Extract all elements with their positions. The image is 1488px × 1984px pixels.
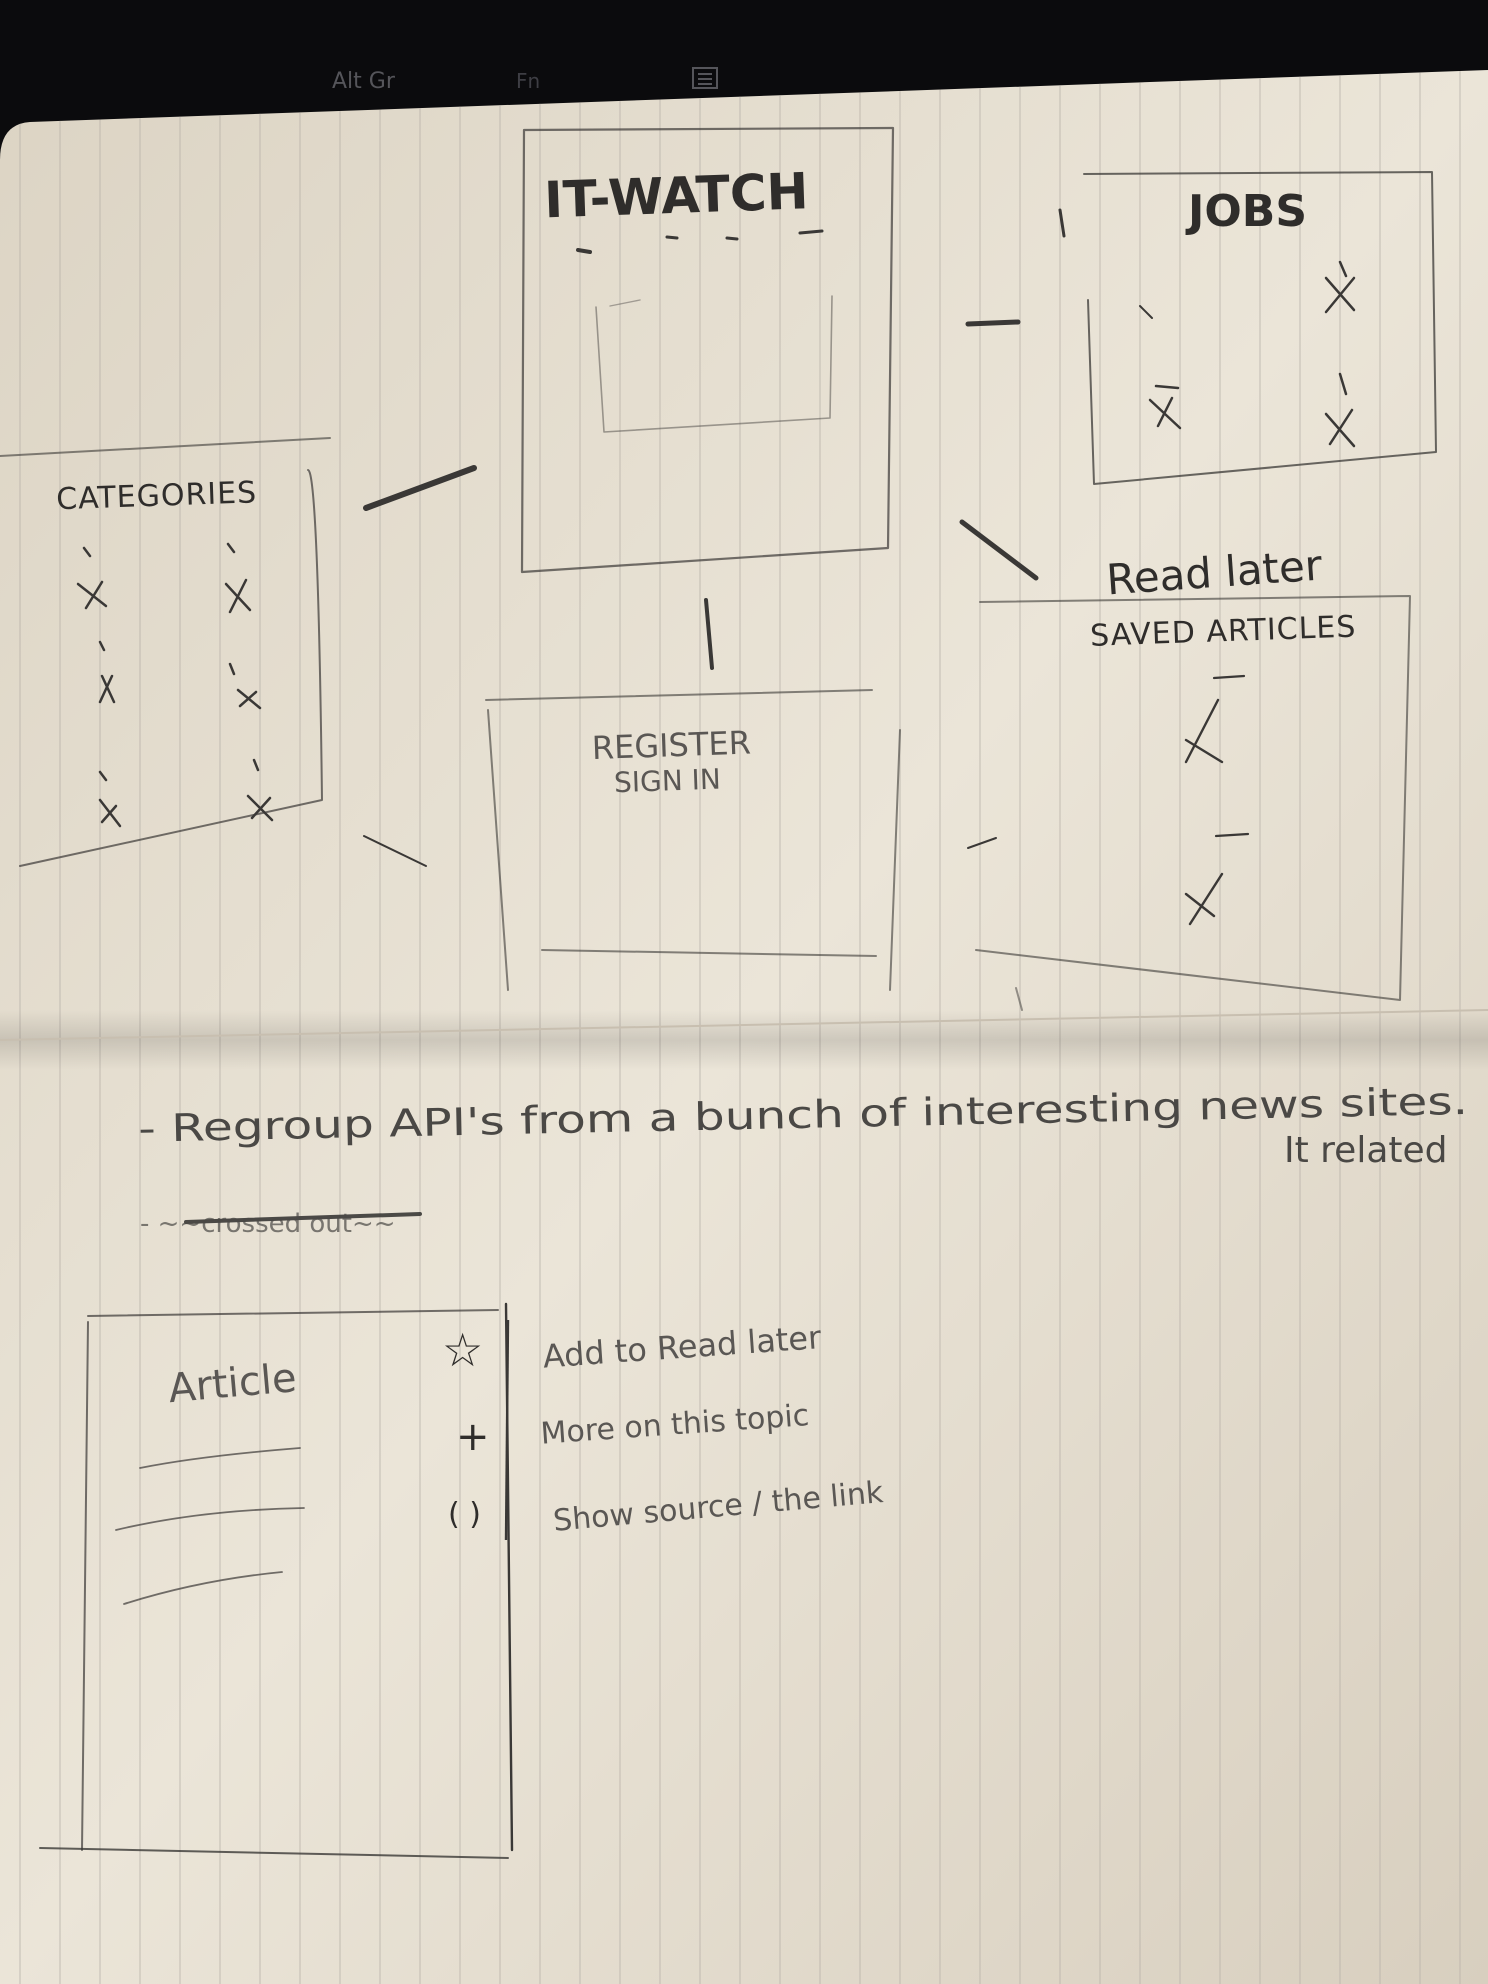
article-title: Article: [167, 1355, 299, 1412]
connector-stroke: [363, 835, 427, 867]
connector-stroke: [363, 465, 477, 511]
connector-stroke: [959, 519, 1039, 581]
page-fold: [0, 1009, 1488, 1041]
menu-key-icon: [692, 67, 718, 89]
jobs-title: JOBS: [1185, 186, 1307, 237]
notes-line-2: It related: [1284, 1130, 1448, 1171]
register-label: REGISTER: [591, 724, 751, 768]
star-icon: ☆: [442, 1323, 483, 1377]
brackets-icon: ( ): [448, 1497, 481, 1532]
categories-box: [0, 437, 331, 867]
jobs-box: [1058, 171, 1437, 485]
connector-stroke: [704, 598, 714, 670]
plus-icon: +: [456, 1414, 490, 1460]
altgr-key: Alt Gr: [332, 69, 396, 94]
categories-title: CATEGORIES: [56, 475, 258, 517]
connector-stroke: [965, 319, 1021, 327]
strikethrough-line: [184, 1212, 422, 1224]
sign-in-label: SIGN IN: [613, 763, 721, 800]
register-box: [485, 689, 901, 991]
it-watch-title: IT-WATCH: [543, 162, 809, 229]
it-watch-box: [520, 126, 895, 574]
connector-stroke: [967, 837, 997, 849]
fn-key: Fn: [516, 69, 540, 93]
read-later-box: [975, 595, 1411, 1011]
notes-line-3-struck: - ~~crossed out~~: [140, 1209, 396, 1239]
